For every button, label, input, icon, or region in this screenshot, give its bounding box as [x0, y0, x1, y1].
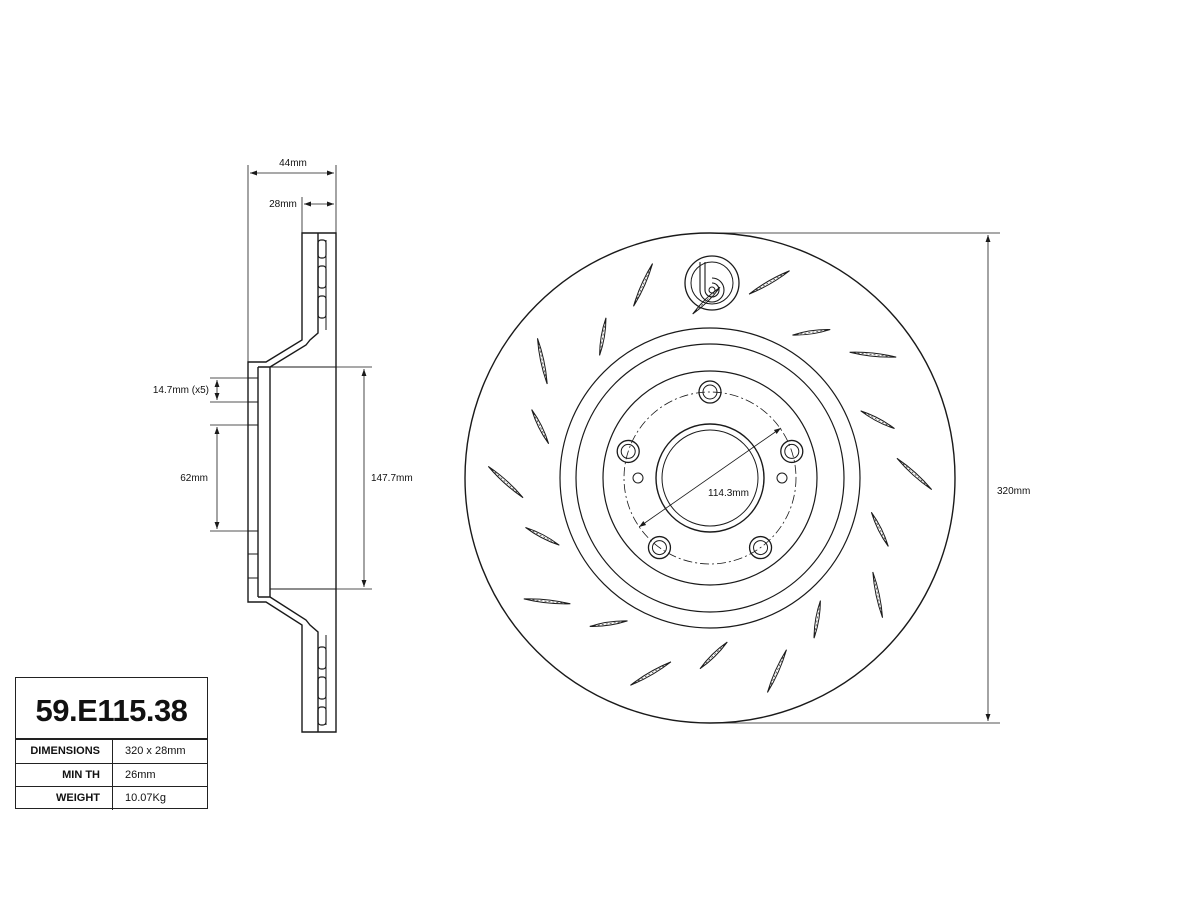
disc-slot-centerline [860, 410, 895, 429]
disc-slot [692, 286, 721, 315]
hat-inner-line-bottom [258, 596, 319, 732]
center-bore-inner [661, 429, 759, 527]
disc-slot [766, 649, 787, 693]
disc-slot [699, 641, 728, 670]
outer-diameter-dimension [712, 232, 1000, 724]
hat-inner-line [258, 233, 319, 368]
disc-slot [633, 263, 654, 307]
pcd-circle [623, 391, 797, 565]
disc-slot-centerline [630, 661, 672, 686]
pin-hole [776, 472, 788, 484]
hat-outer-edge [575, 343, 845, 613]
side-profile-outline [247, 232, 337, 733]
dim-outer-diameter: 320mm [997, 486, 1030, 497]
outer-disc-edge [464, 232, 956, 724]
spec-label: MIN TH [16, 763, 113, 787]
disc-slot [536, 338, 548, 385]
disc-slot-centerline [699, 641, 728, 669]
disc-slot [872, 571, 884, 618]
spec-row-min-thickness: MIN TH 26mm [16, 762, 207, 787]
spec-row-dimensions: DIMENSIONS 320 x 28mm [16, 739, 207, 763]
disc-slot-centerline [599, 317, 607, 356]
bolt-hole-inner [651, 540, 667, 556]
disc-slot [748, 270, 790, 295]
bolt-hole-inner [784, 443, 800, 459]
friction-ring-inner-edge [559, 327, 861, 629]
brembo-logo-icon [684, 255, 740, 311]
disc-slots [487, 263, 933, 693]
hat-face-edge [602, 370, 818, 586]
side-dimensions [210, 165, 372, 590]
disc-slot [487, 465, 524, 499]
bolt-hole [647, 535, 672, 560]
disc-slot-centerline [488, 466, 524, 498]
disc-slot-centerline [872, 571, 883, 618]
dim-disc-thickness: 28mm [269, 199, 297, 210]
disc-slot-centerline [537, 338, 548, 385]
front-view [464, 232, 956, 724]
disc-slot [792, 329, 831, 336]
spec-table: 59.E115.38 DIMENSIONS 320 x 28mm MIN TH … [15, 677, 208, 810]
side-section-view [247, 232, 337, 733]
bolt-holes [616, 380, 804, 560]
part-number: 59.E115.38 [16, 678, 207, 739]
disc-slot [589, 620, 628, 627]
pcd-dimension-line [638, 427, 782, 528]
spec-value: 320 x 28mm [125, 745, 186, 757]
dim-center-bore: 62mm [180, 473, 208, 484]
disc-slot [849, 351, 897, 358]
spec-label: WEIGHT [16, 787, 113, 810]
disc-slot [523, 598, 571, 605]
disc-slot [531, 409, 550, 444]
disc-slot-centerline [525, 527, 560, 546]
bolt-hole [748, 535, 773, 560]
bolt-hole [698, 380, 722, 404]
spec-value: 26mm [125, 768, 156, 781]
spec-row-weight: WEIGHT 10.07Kg [16, 786, 207, 810]
disc-slot-centerline [813, 600, 821, 639]
vent-vanes [317, 239, 327, 726]
disc-slot-centerline [633, 263, 653, 307]
spec-value: 10.07Kg [125, 792, 166, 805]
disc-slot [525, 526, 560, 546]
dim-pcd: 114.3mm [708, 488, 749, 499]
disc-slot [870, 512, 889, 547]
disc-slot [630, 661, 672, 686]
bolt-hole-inner [620, 443, 636, 459]
disc-slot [813, 600, 821, 639]
disc-slot-centerline [871, 512, 889, 547]
disc-slot-centerline [767, 649, 787, 693]
pin-hole [632, 472, 644, 484]
dim-hat-diameter: 147.7mm [371, 473, 413, 484]
bolt-hole-inner [753, 540, 769, 556]
dim-bolt-hole: 14.7mm (x5) [153, 385, 209, 396]
disc-slot [860, 410, 895, 430]
disc-slot-centerline [748, 270, 790, 295]
bolt-hole-inner [702, 384, 718, 400]
center-bore [655, 423, 765, 533]
disc-slot [599, 317, 607, 356]
disc-slot-centerline [531, 409, 549, 444]
spec-label: DIMENSIONS [16, 740, 113, 763]
disc-slot-centerline [896, 458, 932, 490]
disc-slot [896, 457, 933, 491]
dim-overall-width: 44mm [279, 158, 307, 169]
